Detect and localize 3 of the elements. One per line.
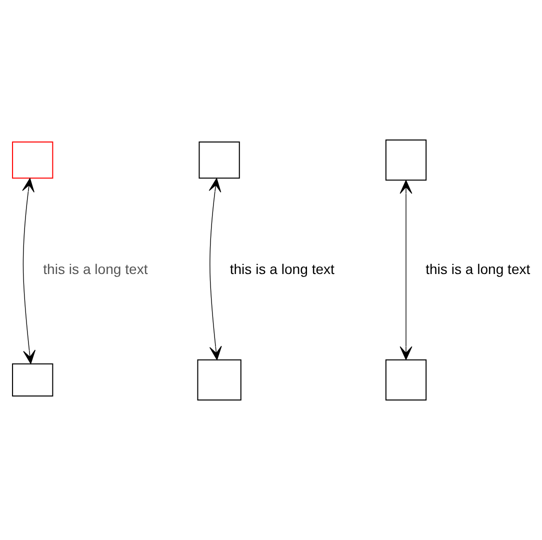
- edge-label: this is a long text: [230, 261, 334, 278]
- edge-label: this is a long text: [43, 261, 148, 278]
- edge-label: this is a long text: [426, 261, 530, 278]
